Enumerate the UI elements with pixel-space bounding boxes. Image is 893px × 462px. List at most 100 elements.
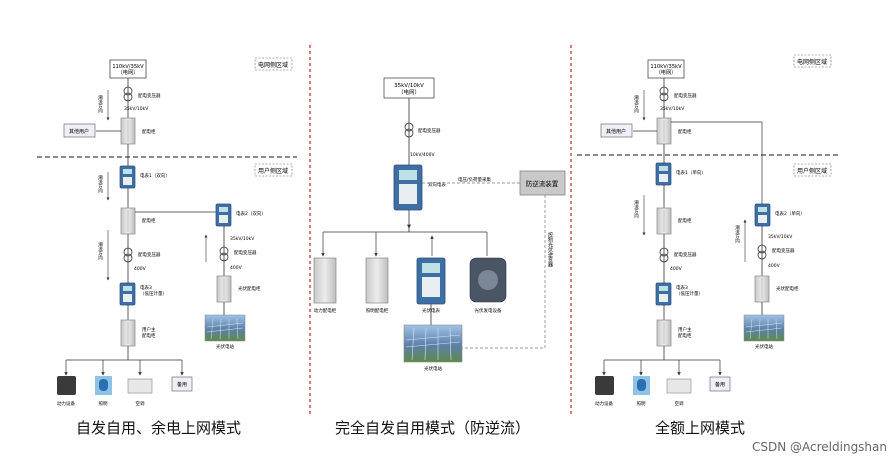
meter-label: 电表2（单向）	[775, 210, 805, 217]
meter-icon	[655, 282, 672, 306]
zone-user-label: 用户侧区域	[258, 167, 288, 175]
transformer-label: 配电变压器	[138, 251, 161, 258]
cabinet-icon	[656, 207, 672, 235]
voltage-label: 35kV/10kV	[124, 106, 149, 112]
load-label: 动力配电柜	[314, 307, 337, 314]
cabinet-icon	[754, 275, 770, 303]
anti-device-label: 防逆流装置	[526, 179, 559, 188]
meter-label: 电表1（双向）	[140, 172, 170, 179]
air-conditioner-icon	[127, 378, 153, 394]
other-user-box	[600, 123, 633, 138]
anti-backflow-device	[519, 170, 566, 196]
cabinet-label: 配电柜	[142, 128, 156, 135]
voltage-label: 400V	[134, 266, 147, 272]
cabinet-label: 光伏配电柜	[776, 285, 799, 292]
transformer-label: 配电变压器	[772, 247, 795, 254]
voltage-label: 400V	[670, 266, 683, 272]
cabinet-icon	[313, 257, 337, 304]
meter-label: 电表2（双向）	[236, 210, 266, 217]
cabinet-icon	[120, 319, 136, 347]
zone-grid-label: 电网侧区域	[258, 61, 288, 69]
other-user-label: 其他用户	[606, 128, 626, 135]
caption-right: 全额上网模式	[655, 419, 746, 437]
cabinet-icon	[656, 319, 672, 347]
load-label: 动力设备	[595, 400, 613, 407]
other-user-label: 其他用户	[69, 128, 89, 135]
cabinet-icon	[216, 275, 232, 303]
voltage-label: 35kV/10kV	[230, 236, 255, 242]
meter-icon	[754, 203, 771, 227]
panel-middle: 35kV/10kV（电网） 配电变压器 10kV/400V 双向电表 电压/负荷…	[313, 77, 566, 372]
power-equipment-icon	[595, 376, 614, 395]
solar-panel-icon	[403, 324, 463, 363]
solar-panel-icon	[204, 314, 246, 342]
meter-icon	[119, 282, 136, 306]
voltage-label: 400V	[768, 263, 781, 269]
cabinet-icon	[120, 207, 136, 235]
zone-grid-box	[793, 54, 832, 68]
caption-left: 自发自用、余电上网模式	[76, 419, 242, 437]
load-label: 空调	[136, 400, 145, 407]
cabinet-label: 配电柜	[678, 217, 692, 224]
zone-grid-box	[254, 57, 293, 71]
grid-source-label: 35kV/10kV（电网）	[394, 83, 424, 96]
voltage-label: 10kV/400V	[410, 152, 436, 158]
other-user-box	[63, 123, 96, 138]
zone-user-box	[793, 163, 832, 177]
cabinet-label: 配电柜	[678, 128, 692, 135]
meter3-label: 电表3（低压计量）	[140, 284, 167, 297]
load-label: 备用	[177, 381, 187, 388]
meter-label: 电表1（单向）	[676, 169, 706, 176]
solar-panel-label: 光伏电站	[424, 365, 442, 372]
load-label: 照明	[99, 401, 108, 407]
control-label: 控制光伏逆变器	[547, 231, 553, 268]
zone-user-box	[254, 163, 293, 177]
solar-panel-label: 光伏电站	[216, 343, 234, 350]
cabinet-icon	[365, 257, 389, 304]
cabinet-icon	[656, 117, 672, 145]
load-label: 照明	[637, 401, 646, 407]
cabinet-label: 光伏配电柜	[238, 285, 261, 292]
spare-box	[171, 376, 193, 392]
load-label: 照明配电柜	[366, 307, 389, 314]
flow-label: 潮流方向	[735, 224, 740, 244]
panel-right: 电网侧区域 用户侧区域 110kV/35kV（电网） 配电变压器 35kV/10…	[577, 54, 840, 407]
load-label: 光伏发电设备	[475, 307, 502, 314]
transformer-label: 配电变压器	[674, 251, 697, 258]
signal-label: 电压/负荷量采集	[458, 176, 492, 183]
transformer-label: 配电变压器	[674, 92, 697, 99]
transformer-label: 配电变压器	[418, 127, 441, 134]
air-conditioner-icon	[666, 378, 692, 394]
caption-middle: 完全自发自用模式（防逆流）	[335, 419, 531, 437]
transformer-label: 配电变压器	[138, 92, 161, 99]
solar-panel-label: 光伏电站	[755, 343, 773, 350]
user-cabinet-label: 用户主配电柜	[142, 326, 156, 339]
grid-source-label: 110kV/35kV（电网）	[112, 64, 144, 76]
load-label: 动力设备	[57, 400, 75, 407]
panel-left: 电网侧区域 用户侧区域 110kV/35kV（电网） 配电变压器 35kV/10…	[37, 57, 297, 407]
grid-source-label: 110kV/35kV（电网）	[650, 64, 682, 76]
solar-panel-icon	[743, 314, 785, 342]
flow-label: 潮流方向	[634, 94, 639, 114]
load-label: 备用	[715, 381, 725, 388]
voltage-label: 400V	[230, 265, 243, 271]
flow-label: 潮流方向	[98, 94, 103, 114]
transformer-label: 配电变压器	[234, 249, 257, 256]
flow-label: 潮流方向	[98, 174, 103, 194]
meter-icon	[215, 203, 232, 227]
meter-icon	[119, 165, 136, 189]
zone-grid-label: 电网侧区域	[797, 58, 827, 66]
load-label: 空调	[675, 400, 684, 407]
meter-label: 双向电表	[428, 181, 446, 188]
watermark: CSDN @Acreldingshan	[752, 440, 887, 454]
grid-source-box	[647, 59, 685, 79]
meter-icon	[655, 162, 672, 186]
flow-label: 潮流方向	[98, 241, 103, 261]
user-cabinet-label: 用户主配电柜	[678, 326, 692, 339]
spare-box	[709, 376, 731, 392]
voltage-label: 35kV/10kV	[768, 234, 793, 240]
meter3-label: 电表3（低压计量）	[676, 284, 703, 297]
cabinet-icon	[120, 117, 136, 145]
voltage-label: 35kV/10kV	[660, 106, 685, 112]
